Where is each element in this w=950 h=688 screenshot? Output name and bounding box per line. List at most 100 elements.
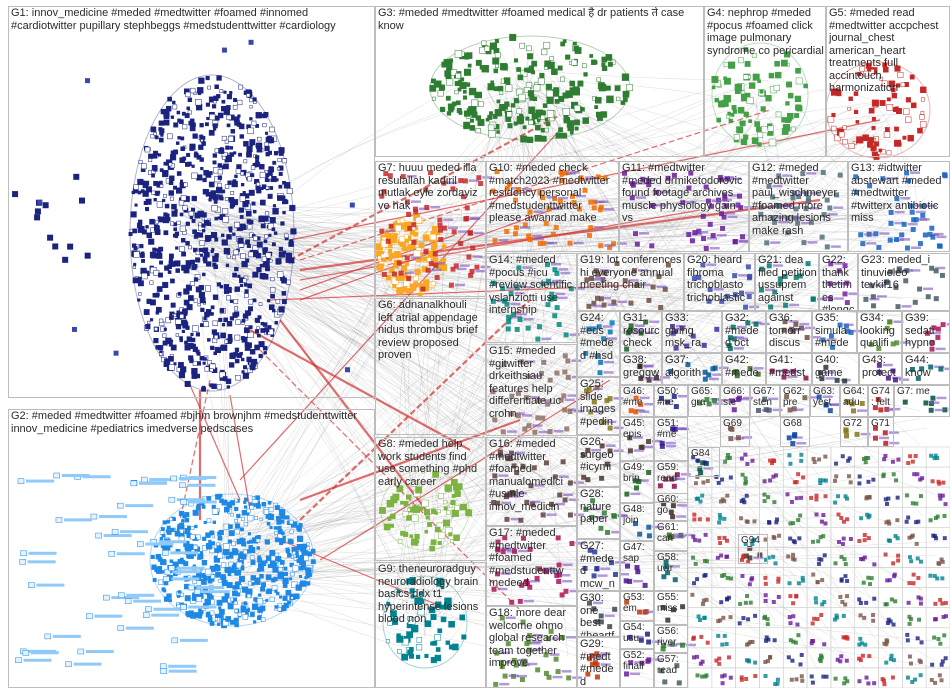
vertex [185,91,191,98]
vertex [752,519,757,524]
vertex [716,480,721,485]
vertex [187,110,192,115]
vertex [272,308,276,313]
group-label: G50: #ne [657,386,682,409]
vertex [253,515,259,521]
vertex [148,238,155,245]
vertex [858,658,863,663]
group-box-g68: G68 [780,417,810,447]
vertex [265,186,270,190]
vertex [195,286,202,293]
vertex [168,364,175,371]
vertex [239,283,244,288]
edge [464,214,918,241]
vertex [268,233,272,237]
vertex [728,475,733,480]
vertex [691,555,696,560]
vertex [692,517,697,522]
vertex [159,184,164,188]
vertex [269,560,276,567]
edge [517,107,748,313]
edge [399,255,423,624]
vertex [692,581,697,586]
edge [677,204,899,228]
vertex [237,237,244,244]
vertex [222,208,229,215]
vertex [247,127,254,135]
edge [544,63,904,203]
vertex [196,156,200,160]
group-tile [735,647,760,669]
group-tile [782,506,808,528]
vertex [212,294,219,300]
vertex [233,249,239,256]
vertex [188,295,194,301]
edge [514,104,801,221]
edge [411,237,699,497]
vertex [857,679,862,684]
vertex [201,141,206,146]
vertex [846,474,851,479]
edge [431,129,899,606]
vertex [137,280,144,287]
vertex [234,174,238,179]
vertex [255,159,260,164]
vertex [243,159,248,164]
vertex [182,324,187,329]
vertex [215,493,221,500]
edge [429,199,918,631]
vertex [195,250,200,256]
vertex [234,306,238,311]
vertex [906,600,911,605]
edge [420,105,856,237]
vertex [833,478,838,483]
edge [236,221,451,227]
vertex [834,474,839,479]
vertex [221,239,228,246]
vertex [811,572,816,577]
edge [425,218,876,251]
edge [513,47,568,657]
vertex [265,574,272,581]
vertex [698,499,703,504]
edge [212,261,768,323]
vertex [886,538,891,543]
vertex [943,656,948,661]
vertex [907,654,912,659]
vertex [290,228,297,235]
vertex [227,180,232,185]
vertex [744,676,749,681]
vertex [223,90,227,94]
vertex [218,317,223,322]
vertex [237,99,243,106]
vertex [235,375,241,381]
edge [501,99,805,267]
group-label: G8: #meded help work students find use s… [378,438,481,488]
edge [250,103,756,546]
vertex [249,555,255,560]
vertex [190,87,196,94]
vertex [869,576,874,581]
edge [404,211,562,524]
vertex [170,302,176,308]
group-tile [711,647,736,669]
edge [237,241,848,369]
vertex [214,237,219,242]
vertex [263,351,267,355]
vertex [226,154,231,159]
vertex [223,108,230,115]
edge [179,235,935,495]
vertex [209,113,216,121]
group-tile [782,627,808,649]
vertex [223,317,228,323]
group-box-g30: G30: one best #heartf [577,591,620,637]
edge-strong [289,119,881,241]
vertex [163,193,167,198]
vertex [258,353,263,359]
edge [409,127,858,273]
vertex [213,95,219,101]
vertex [239,351,243,356]
group-box-g15: G15: #meded #gitwitter drkeithsiau featu… [486,344,577,436]
vertex [232,590,238,597]
vertex [263,239,268,243]
